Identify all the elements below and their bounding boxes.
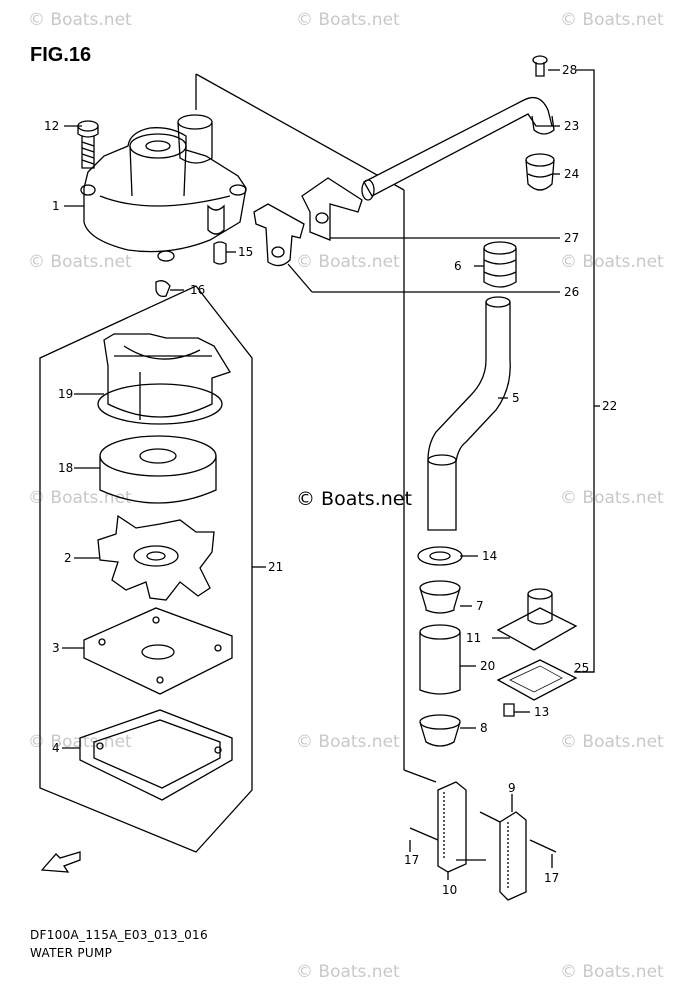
part-number-callout: 2 — [64, 551, 72, 565]
part-number-callout: 22 — [602, 399, 618, 413]
part-number-callout: 14 — [482, 549, 498, 563]
part-number-callout: 7 — [476, 599, 484, 613]
part-number-callout: 16 — [190, 283, 206, 297]
impeller-icon — [97, 514, 215, 601]
part-number-callout: 17 — [544, 871, 560, 885]
strainer-icon — [496, 659, 578, 701]
part-number-callout: 25 — [574, 661, 590, 675]
copyright-text: © Boats.net — [296, 488, 412, 510]
grid-icon — [479, 811, 527, 901]
part-number-callout: 15 — [238, 245, 254, 259]
watermark: © Boats.net — [560, 252, 664, 272]
part-number-callout: 24 — [564, 167, 580, 181]
water-tube-icon — [361, 96, 555, 201]
pin-icon — [213, 241, 227, 265]
grid-icon — [437, 781, 486, 873]
bracket-icon — [253, 203, 305, 267]
screw-icon — [529, 839, 557, 853]
part-number-callout: 19 — [58, 387, 74, 401]
part-number-callout: 10 — [442, 883, 458, 897]
part-number-callout: 18 — [58, 461, 74, 475]
kit-bracket-21 — [39, 285, 253, 853]
watermark: © Boats.net — [28, 252, 132, 272]
impeller-cover-icon — [97, 333, 231, 425]
watermark: © Boats.net — [560, 962, 664, 982]
watermark: © Boats.net — [296, 962, 400, 982]
guide-line — [195, 73, 405, 191]
part-number-callout: 23 — [564, 119, 580, 133]
grommet-icon — [483, 241, 517, 288]
watermark: © Boats.net — [560, 488, 664, 508]
part-number-callout: 5 — [512, 391, 520, 405]
leader — [287, 263, 313, 293]
part-number-callout: 13 — [534, 705, 550, 719]
guide-line — [403, 769, 437, 783]
liner-icon — [99, 435, 217, 504]
part-number-callout: 27 — [564, 231, 580, 245]
seal-icon — [417, 546, 463, 566]
part-number-callout: 21 — [268, 560, 284, 574]
key-icon — [155, 280, 171, 298]
part-number-callout: 3 — [52, 641, 60, 655]
screw-icon — [409, 827, 439, 841]
figure-code: DF100A_115A_E03_013_016 — [30, 928, 208, 942]
clamp-icon — [301, 177, 363, 241]
part-number-callout: 12 — [44, 119, 60, 133]
part-number-callout: 9 — [508, 781, 516, 795]
watermark: © Boats.net — [560, 10, 664, 30]
hose-icon — [427, 296, 511, 531]
grommet-icon — [525, 153, 555, 191]
part-number-callout: 1 — [52, 199, 60, 213]
tube-icon — [419, 624, 461, 695]
part-number-callout: 8 — [480, 721, 488, 735]
watermark: © Boats.net — [296, 10, 400, 30]
bush-icon — [419, 580, 461, 614]
part-number-callout: 17 — [404, 853, 420, 867]
bush-icon — [419, 714, 461, 747]
part-number-callout: 4 — [52, 741, 60, 755]
gasket-icon — [79, 709, 233, 801]
kit-bracket-22 — [576, 69, 595, 673]
part-number-callout: 11 — [466, 631, 482, 645]
screw-icon — [503, 703, 515, 717]
figure-name: WATER PUMP — [30, 946, 113, 960]
watermark: © Boats.net — [560, 732, 664, 752]
pump-housing-icon — [80, 114, 247, 262]
part-number-callout: 26 — [564, 285, 580, 299]
watermark: © Boats.net — [28, 10, 132, 30]
part-number-callout: 20 — [480, 659, 496, 673]
forward-arrow-icon — [40, 851, 81, 873]
plate-icon — [83, 607, 233, 695]
seal-plate-icon — [496, 588, 578, 651]
screw-icon — [532, 55, 548, 77]
figure-title: FIG.16 — [30, 44, 92, 66]
watermark: © Boats.net — [296, 732, 400, 752]
watermark: © Boats.net — [296, 252, 400, 272]
part-number-callout: 28 — [562, 63, 578, 77]
part-number-callout: 6 — [454, 259, 462, 273]
bolt-icon — [77, 120, 99, 169]
